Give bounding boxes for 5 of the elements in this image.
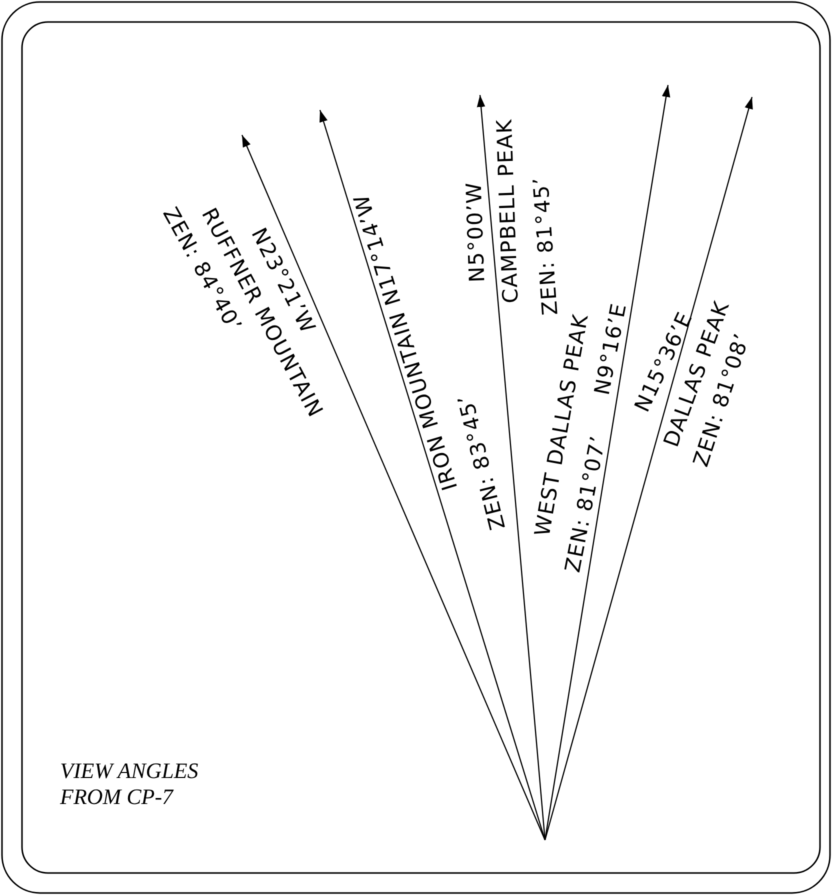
bearing-label: N9°16’E (592, 301, 630, 397)
bearing-label: N5°00’W (464, 181, 488, 283)
caption: VIEW ANGLES FROM CP-7 (60, 758, 200, 810)
bearing-label: ZEN: 81°45’ (530, 176, 562, 316)
bearing-label: CAMPBELL PEAK (494, 118, 522, 304)
